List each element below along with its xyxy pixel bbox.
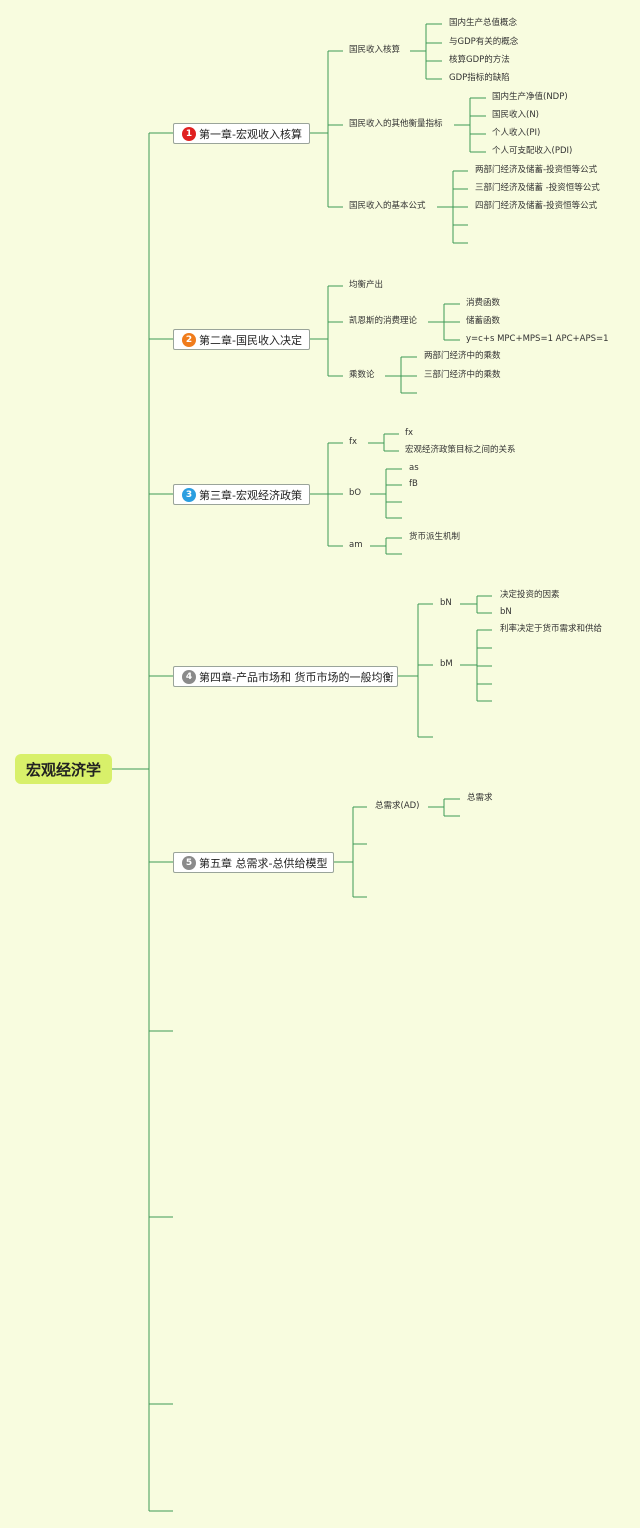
leaf-label[interactable]: 国内生产总值概念 xyxy=(449,18,518,28)
leaf-label[interactable]: as xyxy=(409,463,419,473)
leaf-label[interactable]: fB xyxy=(409,479,418,489)
leaf-label[interactable]: GDP指标的缺陷 xyxy=(449,73,510,83)
leaf-label[interactable]: 货币派生机制 xyxy=(409,532,461,542)
chapter-title: 第三章-宏观经济政策 xyxy=(199,488,302,502)
leaf-label[interactable]: 总需求 xyxy=(467,793,493,803)
topic-label[interactable]: bN xyxy=(440,598,452,608)
chapter-number-badge: 3 xyxy=(182,487,196,502)
leaf-label[interactable]: 四部门经济及储蓄-投资恒等公式 xyxy=(475,201,598,211)
topic-label[interactable]: bO xyxy=(349,488,362,498)
leaf-label[interactable]: 宏观经济政策目标之间的关系 xyxy=(405,445,516,455)
leaf-label[interactable]: 个人可支配收入(PDI) xyxy=(492,146,573,156)
topic-label[interactable]: am xyxy=(349,540,363,550)
chapter-number-badge: 5 xyxy=(182,855,196,870)
chapter-number-badge: 1 xyxy=(182,126,196,141)
leaf-label[interactable]: 两部门经济及储蓄-投资恒等公式 xyxy=(475,165,598,175)
leaf-label[interactable]: 两部门经济中的乘数 xyxy=(424,351,501,361)
topic-label[interactable]: 乘数论 xyxy=(349,370,375,380)
leaf-label[interactable]: y=c+s MPC+MPS=1 APC+APS=1 xyxy=(466,334,609,344)
chapter-number-badge: 4 xyxy=(182,669,196,684)
leaf-label[interactable]: fx xyxy=(405,428,414,438)
leaf-label[interactable]: 核算GDP的方法 xyxy=(449,55,510,65)
chapter-number-badge: 2 xyxy=(182,332,196,347)
chapter-title: 第一章-宏观收入核算 xyxy=(199,127,302,141)
leaf-label[interactable]: 消费函数 xyxy=(466,298,501,308)
chapter-title: 第五章 总需求-总供给模型 xyxy=(199,856,328,870)
leaf-label[interactable]: 国民收入(N) xyxy=(492,110,539,120)
topic-label[interactable]: 国民收入核算 xyxy=(349,45,401,55)
leaf-label[interactable]: 三部门经济中的乘数 xyxy=(424,370,501,380)
topic-label[interactable]: fx xyxy=(349,437,358,447)
topic-label[interactable]: bM xyxy=(440,659,453,669)
topic-label[interactable]: 均衡产出 xyxy=(349,280,384,290)
topic-label[interactable]: 凯恩斯的消费理论 xyxy=(349,316,418,326)
chapter-title: 第二章-国民收入决定 xyxy=(199,333,302,347)
leaf-label[interactable]: 个人收入(PI) xyxy=(492,128,541,138)
leaf-label[interactable]: bN xyxy=(500,607,512,617)
topic-label[interactable]: 国民收入的其他衡量指标 xyxy=(349,119,443,129)
leaf-label[interactable]: 利率决定于货币需求和供给 xyxy=(500,624,603,634)
root-topic[interactable]: 宏观经济学 xyxy=(15,754,112,784)
leaf-label[interactable]: 国内生产净值(NDP) xyxy=(492,92,568,102)
leaf-label[interactable]: 储蓄函数 xyxy=(466,316,501,326)
topic-label[interactable]: 国民收入的基本公式 xyxy=(349,201,426,211)
leaf-label[interactable]: 与GDP有关的概念 xyxy=(449,37,519,47)
leaf-label[interactable]: 三部门经济及储蓄 -投资恒等公式 xyxy=(475,183,600,193)
leaf-label[interactable]: 决定投资的因素 xyxy=(500,590,560,600)
chapter-title: 第四章-产品市场和 货币市场的一般均衡 xyxy=(199,670,394,684)
topic-label[interactable]: 总需求(AD) xyxy=(375,801,420,811)
